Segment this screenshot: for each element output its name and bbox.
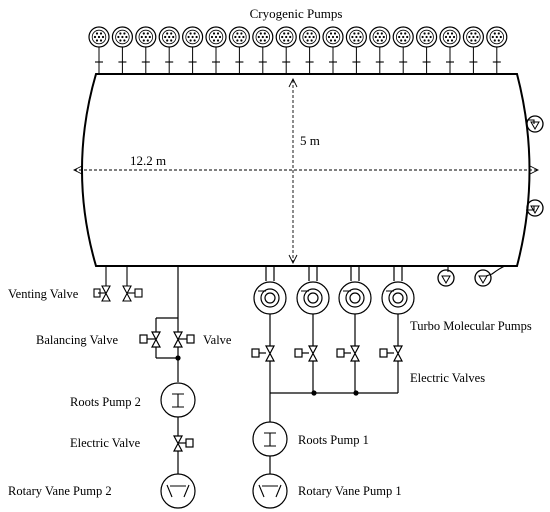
height-label: 5 m — [300, 133, 320, 148]
turbo-molecular-pump — [379, 266, 415, 393]
rotary-vane-pump-2-label: Rotary Vane Pump 2 — [8, 484, 112, 498]
cryogenic-pump — [345, 26, 367, 74]
cryogenic-pump — [135, 26, 157, 74]
cryogenic-pump — [88, 26, 110, 74]
cryogenic-pump — [439, 26, 461, 74]
cryogenic-pump — [299, 26, 321, 74]
roots-pump-1-label: Roots Pump 1 — [298, 433, 369, 447]
cryogenic-pump — [392, 26, 414, 74]
cryogenic-pump — [205, 26, 227, 74]
cryogenic-pump — [252, 26, 274, 74]
cryogenic-pump — [369, 26, 391, 74]
cryogenic-pumps-label: Cryogenic Pumps — [250, 6, 343, 21]
side-gauges — [526, 115, 544, 217]
turbo-molecular-pump — [251, 266, 287, 393]
cryogenic-pump — [182, 26, 204, 74]
roots-pump-2-label: Roots Pump 2 — [70, 395, 141, 409]
electric-valve-label: Electric Valve — [70, 436, 141, 450]
turbo-manifold — [269, 390, 398, 422]
turbo-molecular-pumps-label: Turbo Molecular Pumps — [410, 319, 532, 333]
cryogenic-pump — [462, 26, 484, 74]
venting-valves — [93, 266, 143, 302]
right-backing-pumps — [252, 421, 288, 509]
turbo-molecular-pump — [294, 266, 330, 393]
rotary-vane-pump-1-icon — [258, 484, 282, 498]
cryogenic-pump — [486, 26, 508, 74]
cryogenic-pump — [111, 26, 134, 74]
length-label: 12.2 m — [130, 153, 166, 168]
venting-valve-label: Venting Valve — [8, 287, 79, 301]
electric-valve — [251, 345, 275, 362]
electric-valve — [294, 345, 318, 362]
electric-valves-label: Electric Valves — [410, 371, 485, 385]
turbo-molecular-pump-row — [251, 266, 415, 393]
cryogenic-pump — [275, 26, 297, 74]
balancing-valve-label: Balancing Valve — [36, 333, 118, 347]
turbo-molecular-pump — [336, 266, 372, 393]
rotary-vane-pump-1-label: Rotary Vane Pump 1 — [298, 484, 402, 498]
rotary-vane-pump-2-icon — [166, 484, 190, 498]
cryogenic-pump-row — [88, 26, 508, 74]
roots-pump-2-icon — [172, 393, 184, 408]
roots-pump-1-icon — [264, 432, 276, 447]
cryogenic-pump — [416, 26, 438, 74]
length-dimension — [72, 165, 540, 175]
cryogenic-pump — [228, 26, 250, 74]
height-dimension — [288, 77, 298, 265]
cryogenic-pump — [322, 26, 344, 74]
electric-valve — [336, 345, 360, 362]
cryogenic-pump — [158, 26, 180, 74]
left-backing-line — [139, 266, 196, 509]
electric-valve — [379, 345, 403, 362]
valve-label: Valve — [203, 333, 232, 347]
bottom-gauges — [437, 265, 506, 287]
